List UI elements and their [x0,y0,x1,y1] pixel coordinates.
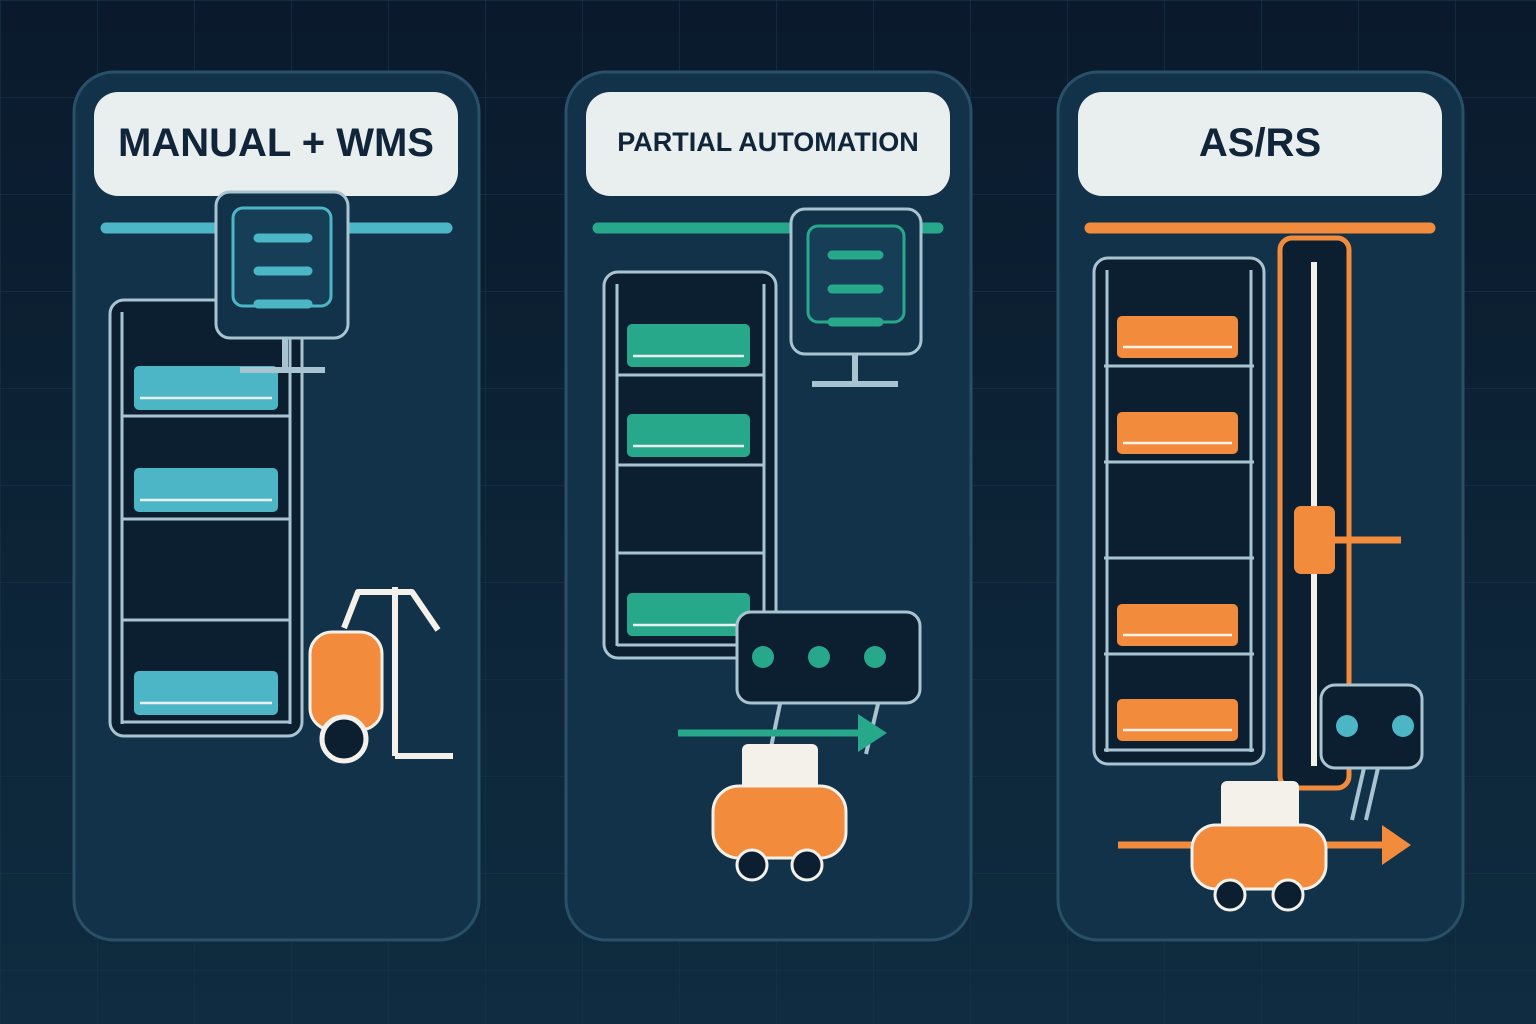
control-unit-icon [1319,683,1424,821]
storage-rack-icon [108,298,304,738]
shuttle-robot-icon [1190,781,1328,912]
panel-asrs: AS/RS [1056,70,1465,942]
storage-bin [627,324,750,367]
panel-title: MANUAL + WMS [118,121,434,165]
hand-truck-icon [308,587,453,764]
panel-title-box [586,92,950,196]
storage-rack-icon [602,270,778,660]
wms-terminal-icon [789,207,923,387]
storage-bin [1117,699,1238,741]
storage-bin [1117,316,1238,358]
storage-bin [1117,604,1238,646]
storage-rack-icon [1092,256,1266,766]
agv-robot-icon [711,744,848,882]
storage-bin [134,671,278,715]
panel-title: PARTIAL AUTOMATION [617,127,918,157]
crane-mast-icon [1277,235,1401,791]
storage-bin [627,414,750,457]
wms-terminal-icon [214,190,350,373]
panel-partial-automation: PARTIAL AUTOMATION [564,70,973,942]
panel-title: AS/RS [1199,121,1321,165]
control-unit-icon [735,610,922,755]
storage-bin [134,468,278,512]
panel-title-box [1078,92,1442,196]
storage-bin [134,366,278,410]
conveyor-arrow-icon [678,714,887,752]
panel-manual-wms: MANUAL + WMS [72,70,481,942]
storage-bin [1117,412,1238,454]
panel-title-box [94,92,458,196]
storage-bin [627,593,750,636]
